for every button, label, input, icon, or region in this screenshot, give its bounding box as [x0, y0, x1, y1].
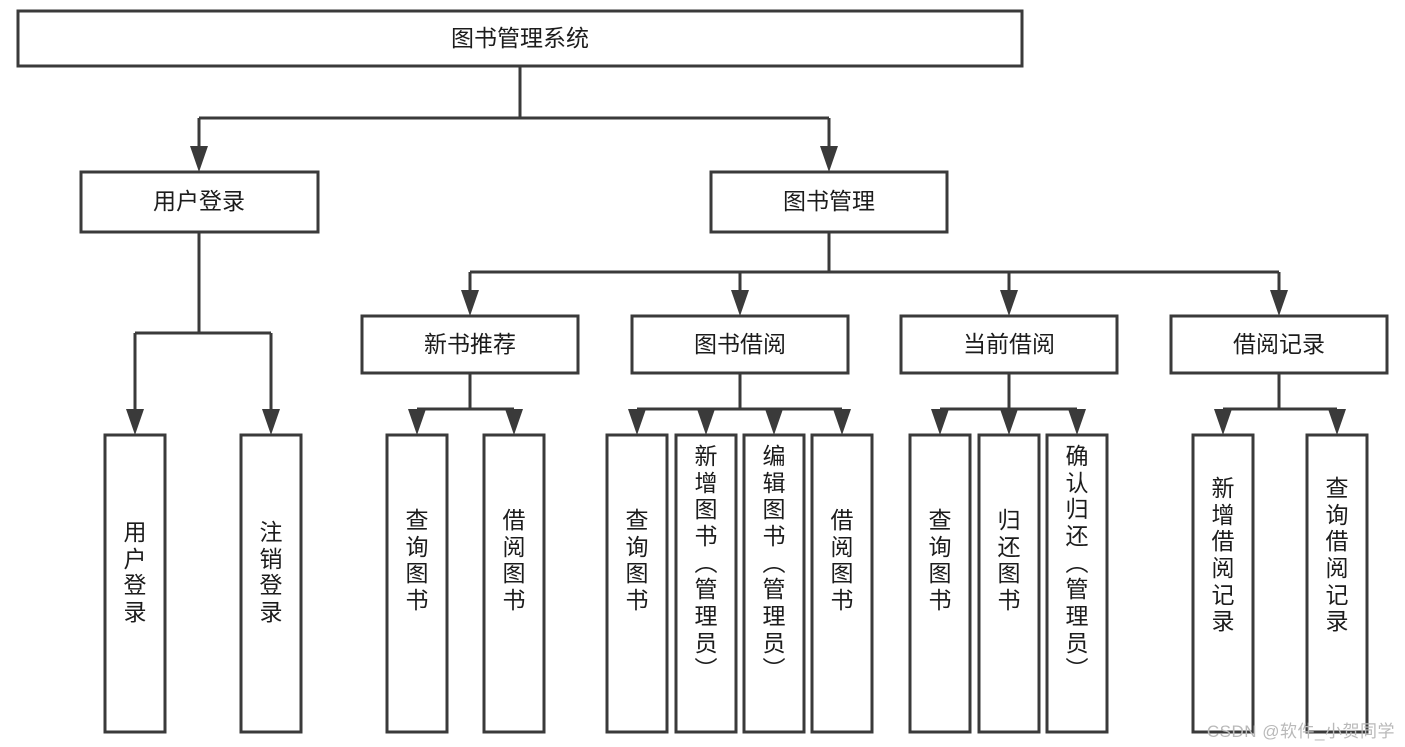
connector-group-current-borrow [931, 373, 1086, 435]
label-leaf-borrow-book-1: 借阅图书 [502, 507, 526, 614]
node-user-login[interactable] [79, 170, 320, 234]
arrow-head-leaf-user-login [126, 409, 144, 435]
arrow-head-user-login [190, 146, 208, 172]
label-leaf-add-record: 新增借阅记录 [1211, 475, 1235, 635]
connector-group-user-login [126, 232, 280, 435]
label-current-borrow: 当前借阅 [963, 331, 1055, 357]
connector-group-new-book-recommend [408, 373, 523, 435]
arrow-head-leaf-borrow-book-1 [505, 409, 523, 435]
arrow-head-leaf-edit-book [765, 409, 783, 435]
arrow-head-leaf-borrow-book-2 [833, 409, 851, 435]
label-leaf-query-record: 查询借阅记录 [1325, 475, 1349, 635]
arrow-head-leaf-query-record [1328, 409, 1346, 435]
arrow-head-leaf-query-book-1 [408, 409, 426, 435]
node-leaf-logout[interactable] [239, 433, 303, 734]
label-leaf-query-book-3: 查询图书 [928, 507, 952, 614]
node-leaf-query-book-3[interactable] [908, 433, 972, 734]
node-leaf-query-record[interactable] [1305, 433, 1369, 734]
node-new-book-recommend[interactable] [360, 314, 580, 375]
node-leaf-add-book[interactable] [674, 433, 738, 734]
arrow-head-current-borrow [1000, 290, 1018, 316]
connector-group-borrow-record [1214, 373, 1346, 435]
arrow-head-new-book-recommend [461, 290, 479, 316]
label-leaf-query-book-2: 查询图书 [625, 507, 649, 614]
node-leaf-add-record[interactable] [1191, 433, 1255, 734]
connector-group-root [190, 66, 838, 172]
node-leaf-query-book-2[interactable] [605, 433, 669, 734]
arrow-head-leaf-confirm-return [1068, 409, 1086, 435]
label-book-borrow: 图书借阅 [694, 331, 786, 357]
node-leaf-return-book[interactable] [977, 433, 1041, 734]
node-leaf-edit-book[interactable] [742, 433, 806, 734]
label-leaf-user-login: 用户登录 [123, 519, 147, 626]
node-root[interactable] [16, 9, 1024, 68]
label-leaf-logout: 注销登录 [259, 519, 283, 626]
arrow-head-leaf-add-record [1214, 409, 1232, 435]
arrow-head-borrow-record [1270, 290, 1288, 316]
node-current-borrow[interactable] [899, 314, 1119, 375]
label-leaf-borrow-book-2: 借阅图书 [830, 507, 854, 614]
node-borrow-record[interactable] [1169, 314, 1389, 375]
arrow-head-book-manage [820, 146, 838, 172]
connector-group-book-manage [461, 232, 1288, 316]
node-leaf-confirm-return[interactable] [1045, 433, 1109, 734]
label-borrow-record: 借阅记录 [1233, 331, 1325, 357]
arrow-head-leaf-query-book-2 [628, 409, 646, 435]
label-leaf-add-book: 新增图书︵管理员︶ [694, 443, 718, 683]
label-leaf-query-book-1: 查询图书 [405, 507, 429, 614]
node-leaf-user-login[interactable] [103, 433, 167, 734]
label-leaf-confirm-return: 确认归还︵管理员︶ [1065, 443, 1089, 683]
label-new-book-recommend: 新书推荐 [424, 331, 516, 357]
label-leaf-return-book: 归还图书 [997, 507, 1021, 614]
connector-group-book-borrow [628, 373, 851, 435]
node-book-manage[interactable] [709, 170, 949, 234]
arrow-head-leaf-query-book-3 [931, 409, 949, 435]
arrow-head-leaf-logout [262, 409, 280, 435]
label-leaf-edit-book: 编辑图书︵管理员︶ [762, 443, 786, 683]
node-leaf-query-book-1[interactable] [385, 433, 449, 734]
label-user-login: 用户登录 [153, 188, 245, 214]
arrow-head-book-borrow [731, 290, 749, 316]
arrow-head-leaf-return-book [1000, 409, 1018, 435]
node-book-borrow[interactable] [630, 314, 850, 375]
label-book-manage: 图书管理 [783, 188, 875, 214]
label-root: 图书管理系统 [451, 25, 589, 51]
node-leaf-borrow-book-2[interactable] [810, 433, 874, 734]
node-leaf-borrow-book-1[interactable] [482, 433, 546, 734]
arrow-head-leaf-add-book [697, 409, 715, 435]
